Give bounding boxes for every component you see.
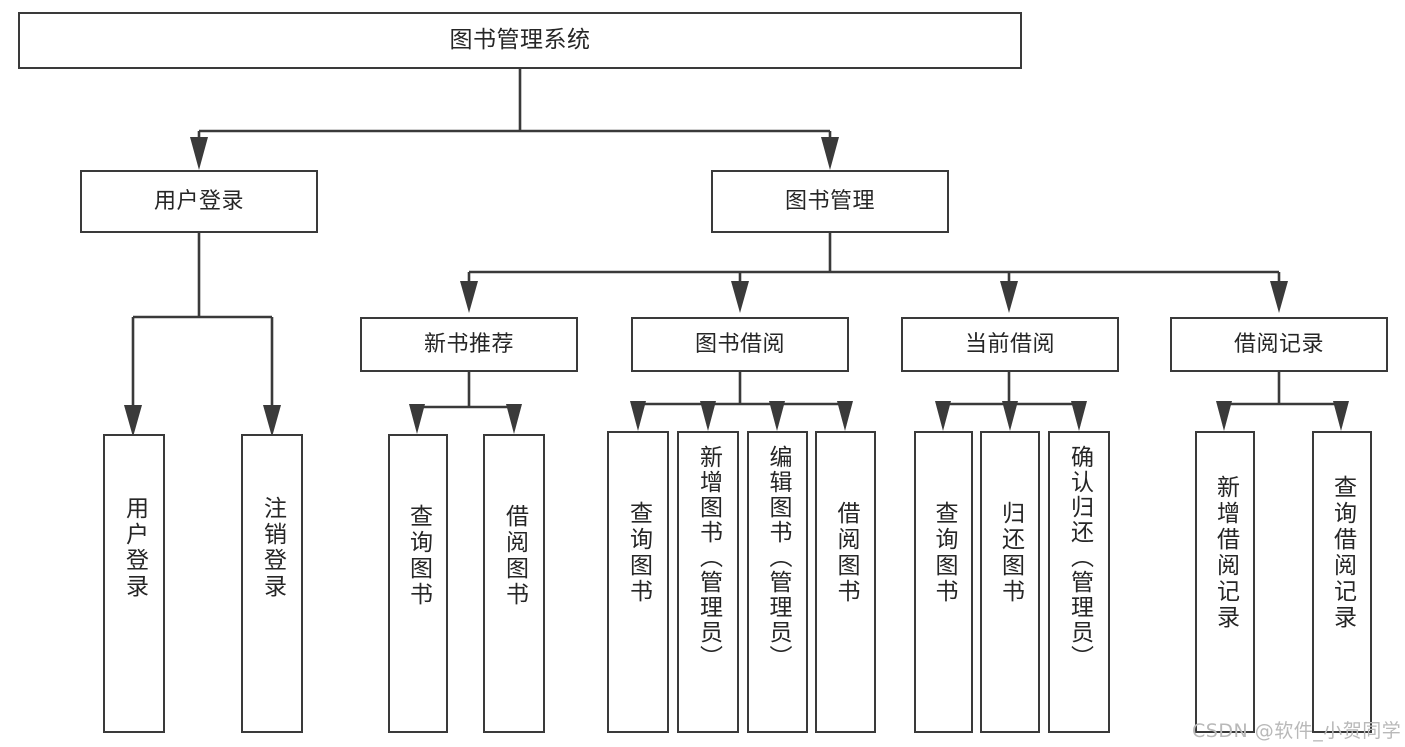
- leaf-query-book-recommend[interactable]: 查询图书: [388, 434, 448, 733]
- node-book-borrow[interactable]: 图书借阅: [631, 317, 849, 372]
- node-root-system[interactable]: 图书管理系统: [18, 12, 1022, 69]
- node-new-book-recommend[interactable]: 新书推荐: [360, 317, 578, 372]
- node-label: 编辑图书（管理员）: [765, 445, 791, 670]
- leaf-user-login[interactable]: 用户登录: [103, 434, 165, 733]
- leaf-add-borrow-record[interactable]: 新增借阅记录: [1195, 431, 1255, 733]
- leaf-borrow-book-recommend[interactable]: 借阅图书: [483, 434, 545, 733]
- node-book-management[interactable]: 图书管理: [711, 170, 949, 233]
- node-label: 当前借阅: [964, 331, 1055, 357]
- node-label: 用户登录: [121, 496, 148, 600]
- node-label: 归还图书: [997, 501, 1024, 605]
- leaf-return-book[interactable]: 归还图书: [980, 431, 1040, 733]
- leaf-query-borrow-record[interactable]: 查询借阅记录: [1312, 431, 1372, 733]
- leaf-edit-book-admin[interactable]: 编辑图书（管理员）: [747, 431, 808, 733]
- node-current-borrow[interactable]: 当前借阅: [901, 317, 1119, 372]
- node-label: 新书推荐: [423, 331, 514, 357]
- leaf-confirm-return-admin[interactable]: 确认归还（管理员）: [1048, 431, 1110, 733]
- leaf-borrow-book[interactable]: 借阅图书: [815, 431, 876, 733]
- node-label: 确认归还（管理员）: [1066, 445, 1093, 670]
- leaf-query-book-current[interactable]: 查询图书: [914, 431, 973, 733]
- node-label: 注销登录: [259, 496, 286, 600]
- node-label: 借阅图书: [833, 501, 859, 605]
- node-label: 用户登录: [153, 188, 244, 214]
- node-label: 查询图书: [625, 501, 652, 605]
- node-label: 图书管理: [784, 188, 875, 214]
- node-label: 借阅图书: [501, 504, 528, 608]
- node-borrow-record[interactable]: 借阅记录: [1170, 317, 1388, 372]
- node-label: 图书借阅: [694, 331, 785, 357]
- node-label: 查询图书: [931, 501, 957, 605]
- node-label: 查询图书: [405, 504, 432, 608]
- node-label: 查询借阅记录: [1329, 475, 1356, 631]
- node-label: 图书管理系统: [449, 26, 591, 53]
- node-label: 借阅记录: [1233, 331, 1324, 357]
- node-user-login[interactable]: 用户登录: [80, 170, 318, 233]
- leaf-user-logout[interactable]: 注销登录: [241, 434, 303, 733]
- node-label: 新增借阅记录: [1212, 475, 1239, 631]
- leaf-add-book-admin[interactable]: 新增图书（管理员）: [677, 431, 739, 733]
- watermark: CSDN @软件_小贺同学: [1192, 720, 1402, 742]
- node-label: 新增图书（管理员）: [695, 445, 722, 670]
- leaf-query-book-borrow[interactable]: 查询图书: [607, 431, 669, 733]
